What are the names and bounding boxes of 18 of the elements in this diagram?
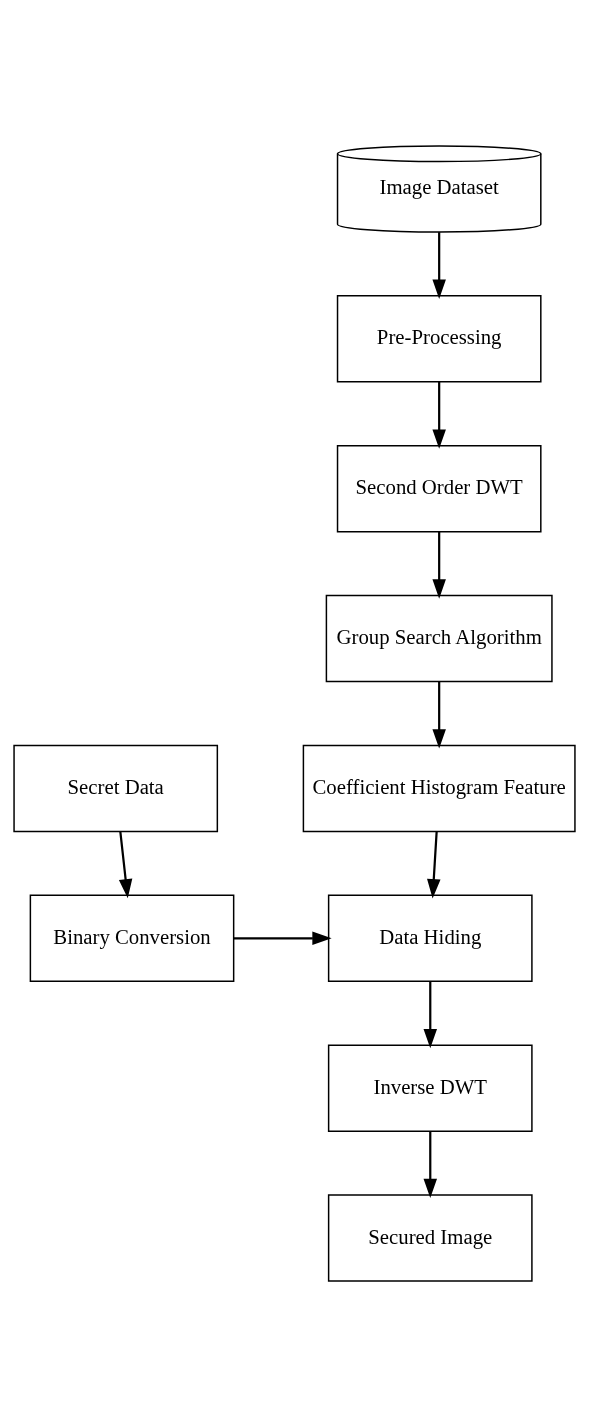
node-box: Pre-Processing (336, 295, 542, 383)
arrow (118, 831, 133, 899)
arrow (432, 232, 446, 299)
node-box: Inverse DWT (327, 1044, 533, 1132)
node-box: Secret Data (13, 744, 219, 833)
arrow (423, 981, 438, 1049)
arrow (432, 382, 446, 449)
node-box: Data Hiding (327, 894, 533, 983)
node-box: Binary Conversion (29, 894, 235, 983)
node-box: Group Search Algorithm (325, 594, 553, 683)
node-box: Coefficient Histogram Feature (302, 744, 576, 833)
arrow (432, 531, 446, 599)
node-box: Secured Image (327, 1194, 533, 1282)
arrow (423, 1131, 438, 1199)
arrow (427, 831, 441, 899)
node-box: Second Order DWT (336, 444, 542, 533)
arrow (233, 931, 332, 946)
arrow (432, 681, 446, 749)
